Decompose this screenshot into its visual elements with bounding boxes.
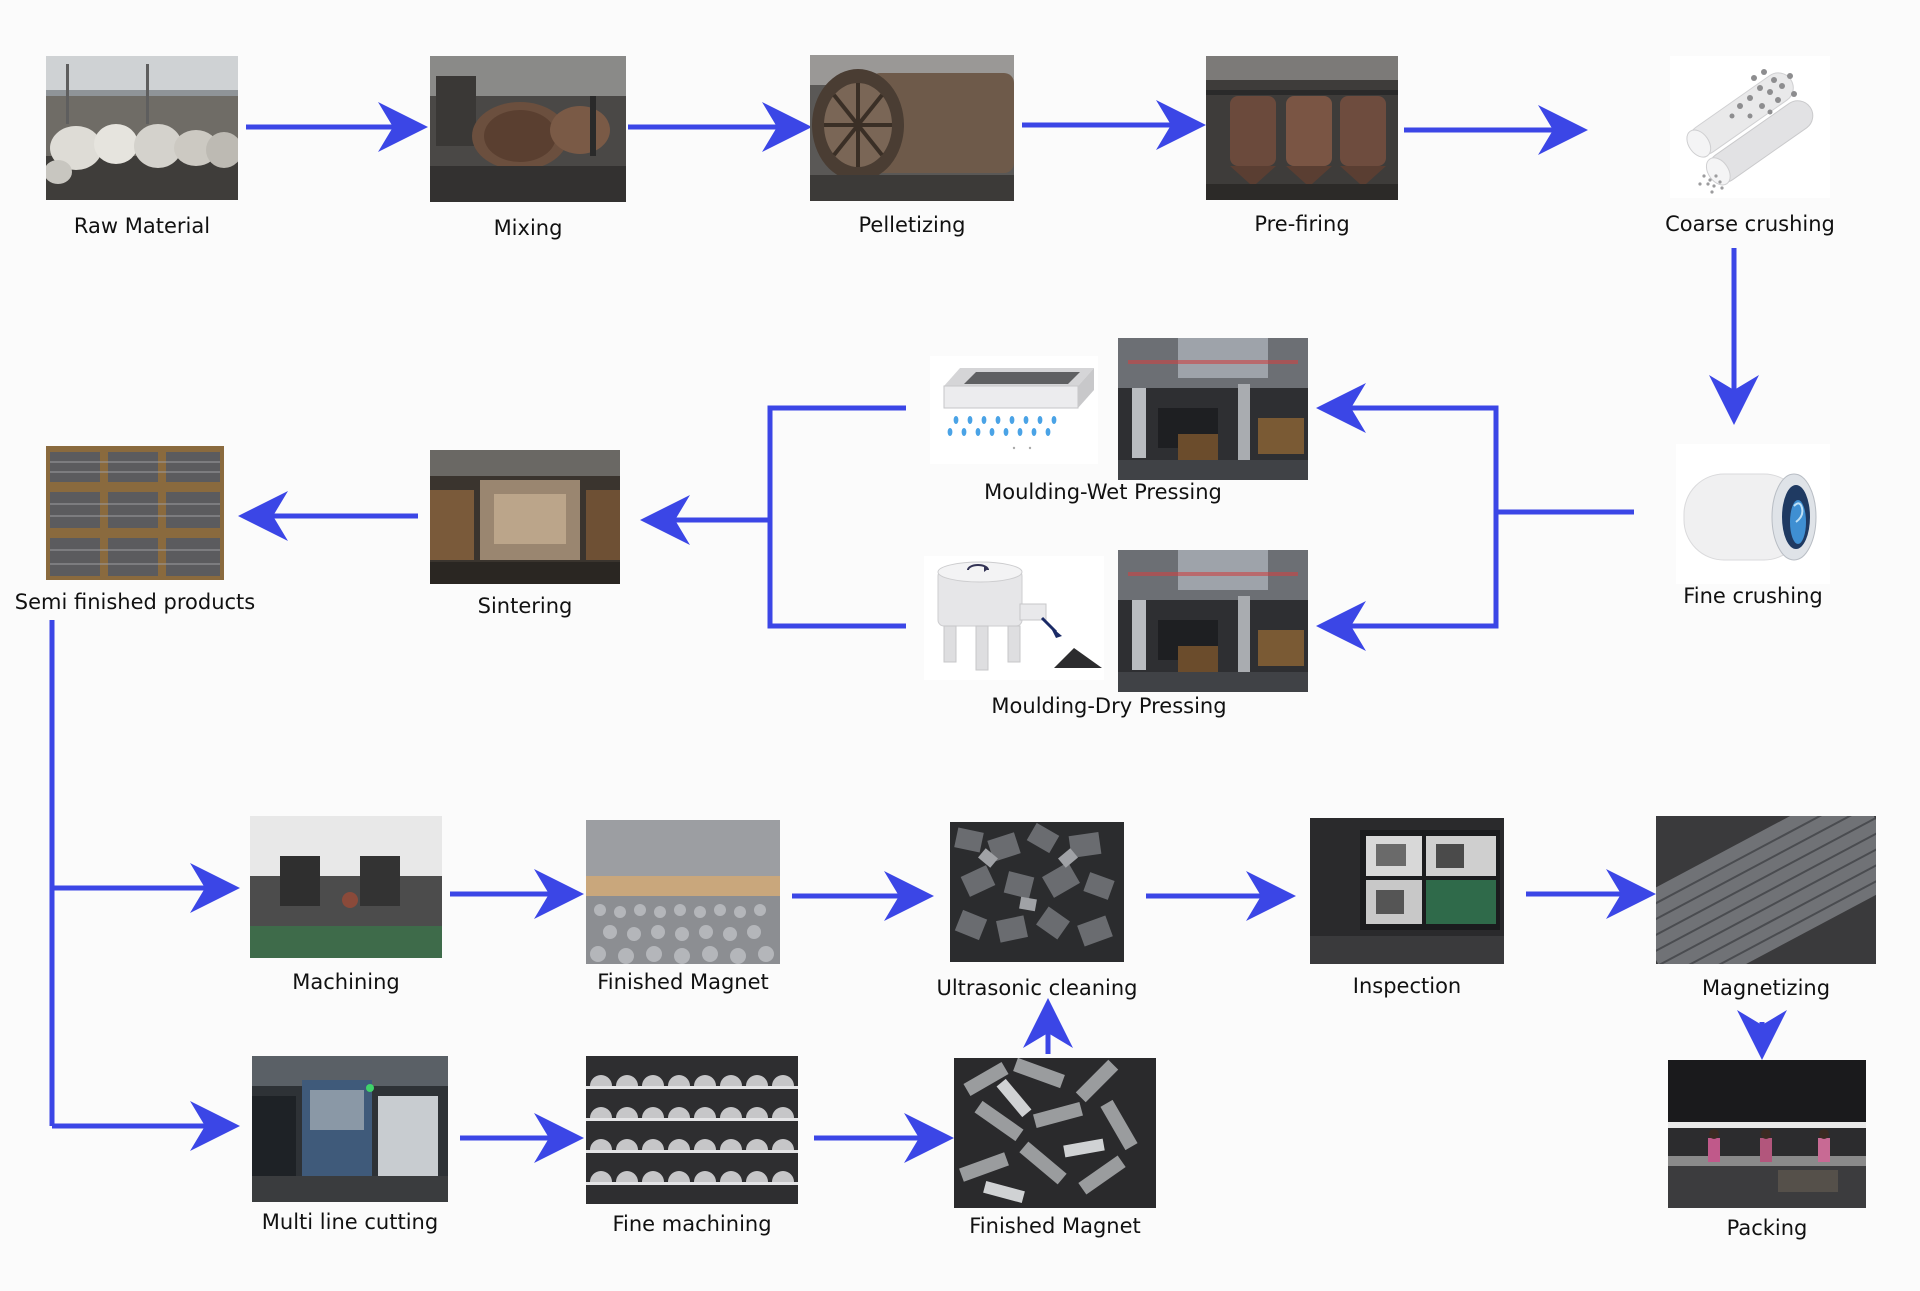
label-sintering: Sintering bbox=[477, 594, 573, 618]
step-fine-machining: Fine machining bbox=[586, 1056, 798, 1236]
label-semi-finished: Semi finished products bbox=[14, 590, 256, 614]
step-mixing: Mixing bbox=[430, 56, 626, 240]
step-coarse-crushing: Coarse crushing bbox=[1665, 56, 1835, 236]
label-magnetizing: Magnetizing bbox=[1701, 976, 1831, 1000]
wet-pressing-illustration bbox=[930, 356, 1098, 464]
step-ultrasonic-cleaning: Ultrasonic cleaning bbox=[936, 822, 1138, 1000]
arrow-split-to-dry bbox=[1316, 512, 1499, 651]
arrow-split-to-wet bbox=[1316, 383, 1499, 512]
step-finished-magnet-2: Finished Magnet bbox=[954, 1058, 1156, 1238]
label-fine-crushing: Fine crushing bbox=[1683, 584, 1823, 608]
label-pre-firing: Pre-firing bbox=[1254, 212, 1350, 236]
dry-pressing-illustration bbox=[924, 556, 1104, 680]
raw-material-photo bbox=[46, 56, 238, 200]
label-coarse-crushing: Coarse crushing bbox=[1665, 212, 1835, 236]
label-ultrasonic-cleaning: Ultrasonic cleaning bbox=[936, 976, 1138, 1000]
label-packing: Packing bbox=[1726, 1216, 1808, 1240]
wet-pressing-photo bbox=[1118, 338, 1308, 480]
label-moulding-dry: Moulding-Dry Pressing bbox=[991, 694, 1227, 718]
step-raw-material: Raw Material bbox=[46, 56, 238, 238]
step-magnetizing: Magnetizing bbox=[1656, 816, 1876, 1000]
fine-crushing-illustration bbox=[1676, 444, 1830, 584]
ultrasonic-cleaning-photo bbox=[950, 822, 1124, 962]
label-pelletizing: Pelletizing bbox=[858, 213, 966, 237]
multi-line-cutting-photo bbox=[252, 1056, 448, 1202]
magnetizing-photo bbox=[1656, 816, 1876, 964]
pre-firing-photo bbox=[1206, 56, 1398, 200]
step-inspection: Inspection bbox=[1310, 818, 1504, 998]
sintering-photo bbox=[430, 450, 620, 584]
step-moulding-wet bbox=[1118, 338, 1308, 480]
inspection-photo bbox=[1310, 818, 1504, 964]
semi-finished-photo bbox=[46, 446, 224, 580]
step-moulding-dry bbox=[1118, 550, 1308, 692]
label-finished-magnet-1: Finished Magnet bbox=[597, 970, 769, 994]
machining-photo bbox=[250, 816, 442, 958]
packing-photo bbox=[1668, 1060, 1866, 1208]
arrow-wet-to-merge bbox=[767, 405, 906, 520]
coarse-crushing-illustration bbox=[1670, 56, 1830, 198]
step-finished-magnet-1: Finished Magnet bbox=[586, 820, 780, 994]
pelletizing-photo bbox=[810, 55, 1014, 201]
dry-pressing-photo bbox=[1118, 550, 1308, 692]
mixing-photo bbox=[430, 56, 626, 202]
label-mixing: Mixing bbox=[493, 216, 563, 240]
label-finished-magnet-2: Finished Magnet bbox=[969, 1214, 1141, 1238]
step-multi-line-cutting: Multi line cutting bbox=[252, 1056, 448, 1234]
label-fine-machining: Fine machining bbox=[612, 1212, 772, 1236]
label-machining: Machining bbox=[292, 970, 400, 994]
label-inspection: Inspection bbox=[1352, 974, 1462, 998]
step-machining: Machining bbox=[250, 816, 442, 994]
step-semi-finished: Semi finished products bbox=[15, 446, 255, 614]
label-raw-material: Raw Material bbox=[73, 214, 211, 238]
label-moulding-wet: Moulding-Wet Pressing bbox=[984, 480, 1222, 504]
step-sintering: Sintering bbox=[430, 450, 620, 618]
step-fine-crushing: Fine crushing bbox=[1676, 444, 1830, 608]
step-pelletizing: Pelletizing bbox=[810, 55, 1014, 237]
fine-machining-photo bbox=[586, 1056, 798, 1204]
arrow-dry-to-merge bbox=[767, 520, 906, 629]
step-packing: Packing bbox=[1668, 1060, 1866, 1240]
finished-magnet-2-photo bbox=[954, 1058, 1156, 1208]
finished-magnet-1-photo bbox=[586, 820, 780, 964]
step-pre-firing: Pre-firing bbox=[1206, 56, 1398, 236]
label-multi-line-cutting: Multi line cutting bbox=[261, 1210, 439, 1234]
